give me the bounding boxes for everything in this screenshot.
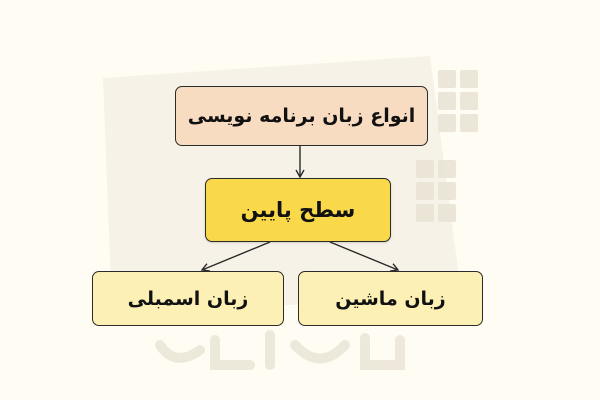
node-low-level-label: سطح پایین bbox=[240, 198, 356, 222]
arrow-level-to-machine bbox=[329, 241, 400, 272]
node-low-level: سطح پایین bbox=[205, 178, 391, 242]
node-assembly-language: زبان اسمبلی bbox=[92, 271, 284, 326]
node-machine-language-label: زبان ماشین bbox=[335, 287, 446, 310]
arrow-level-to-assembly bbox=[200, 241, 271, 272]
node-machine-language: زبان ماشین bbox=[298, 271, 483, 326]
node-root-label: انواع زبان برنامه نویسی bbox=[187, 105, 416, 127]
node-programming-language-types: انواع زبان برنامه نویسی bbox=[175, 86, 428, 146]
node-assembly-language-label: زبان اسمبلی bbox=[127, 287, 249, 310]
